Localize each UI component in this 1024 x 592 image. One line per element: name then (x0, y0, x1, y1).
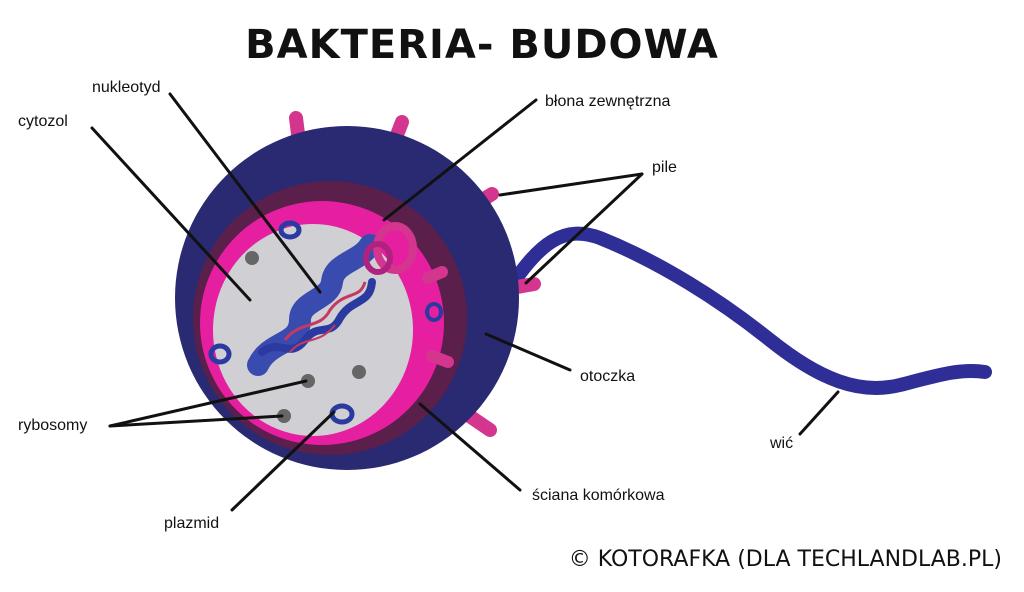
label-nukleotyd: nukleotyd (92, 79, 161, 96)
pilus (289, 111, 305, 141)
label-plazmid: plazmid (164, 515, 219, 532)
pilus (461, 408, 497, 437)
label-otoczka: otoczka (580, 368, 635, 385)
leader-cytozol (90, 126, 252, 302)
membrane-protein (426, 350, 454, 368)
label-sciana: ściana komórkowa (532, 487, 665, 504)
copyright-text: © KOTORAFKA (DLA TECHLANDLAB.PL) (569, 547, 1002, 572)
label-rybosomy: rybosomy (18, 417, 87, 434)
leader-blona (382, 98, 538, 222)
nucleoid (247, 234, 381, 376)
label-pile: pile (652, 159, 677, 176)
plasmid (425, 302, 443, 322)
leader-rybosomy-1 (108, 379, 308, 428)
leader-wic (798, 390, 840, 436)
leader-rybosomy-2 (108, 414, 284, 428)
plasmid (278, 220, 302, 240)
plasmids (208, 220, 443, 425)
flagellum (498, 226, 992, 395)
leader-sciana (418, 402, 522, 492)
membrane-ring (363, 241, 393, 275)
label-blona: błona zewnętrzna (545, 93, 671, 110)
leader-plazmid (230, 410, 336, 512)
membrane-ring (373, 222, 417, 274)
membrane-protein (422, 266, 448, 284)
ribosome (352, 365, 366, 379)
label-cytozol: cytozol (18, 113, 68, 130)
ribosomes (245, 251, 366, 423)
ribosome (301, 374, 315, 388)
label-wic: wić (769, 435, 793, 452)
leader-nukleotyd (168, 92, 322, 294)
leader-lines (90, 92, 840, 512)
leader-otoczka (484, 332, 572, 372)
ribosome (277, 409, 291, 423)
diagram-title: BAKTERIA- BUDOWA (245, 22, 719, 68)
leader-pile-1 (498, 172, 644, 197)
plasmid (208, 343, 232, 365)
leader-pile-2 (524, 172, 644, 285)
ribosome (245, 251, 259, 265)
